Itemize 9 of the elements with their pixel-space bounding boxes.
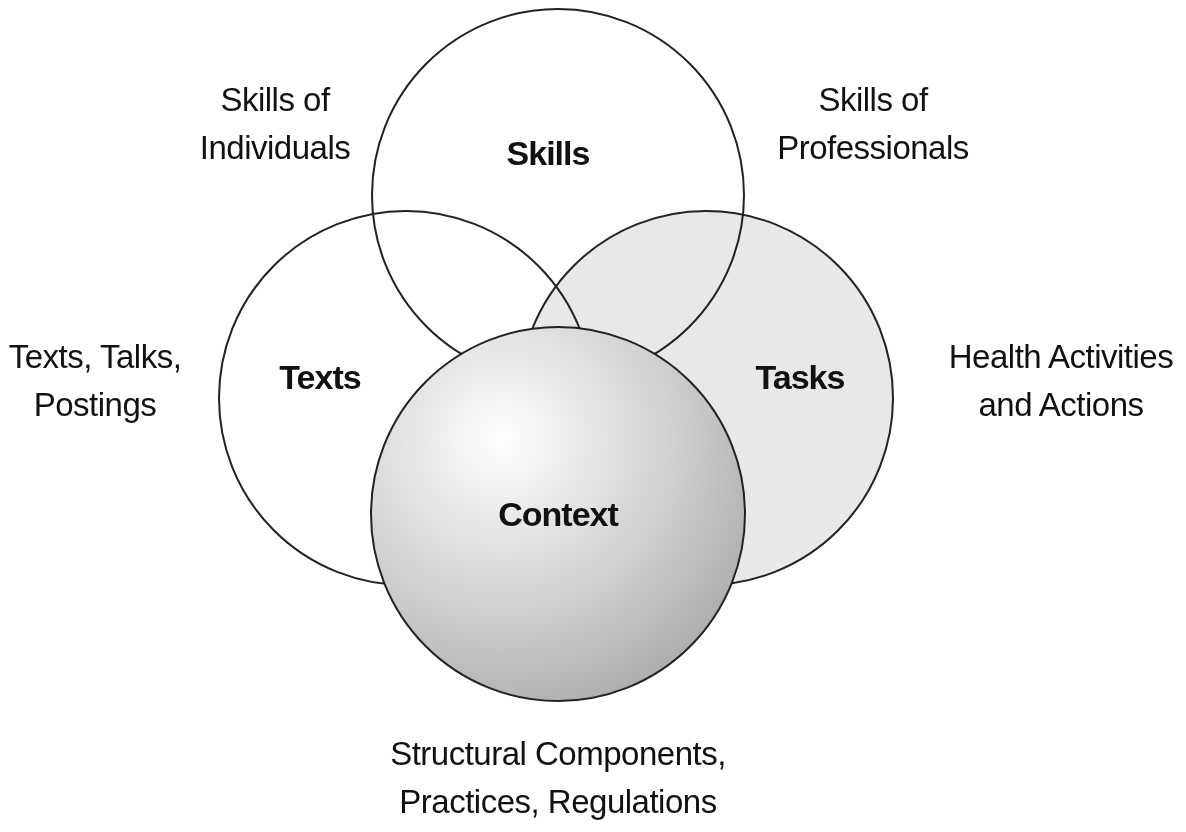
outer-label: Health Activities and Actions [947, 337, 1175, 425]
outer-label: Texts, Talks, Postings [7, 337, 183, 425]
circle-label: Context [498, 494, 618, 534]
circle-label: Tasks [755, 357, 845, 397]
circle-label: Skills [506, 133, 590, 173]
outer-label: Structural Components, Practices, Regulations [389, 734, 727, 822]
outer-label: Skills of Professionals [776, 80, 970, 168]
outer-label: Skills of Individuals [198, 80, 352, 168]
circle-label: Texts [279, 357, 361, 397]
